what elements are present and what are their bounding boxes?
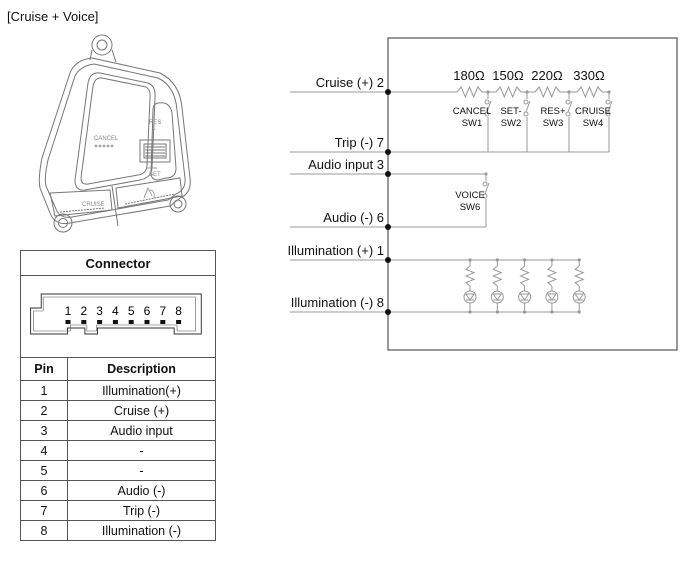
connector-table-title: Connector [20,250,216,276]
node-dot [495,310,499,314]
device-label-cancel: CANCEL [94,136,119,142]
connector-pin-terminal [97,320,103,324]
switch-id: SW2 [501,118,522,129]
node-dot [567,90,571,94]
terminal-junction-dot [385,149,391,155]
switch-name: CANCEL [453,106,492,117]
terminal-label: Audio input 3 [308,157,384,172]
resistor-symbol [456,85,483,99]
pin-description: Cruise (+) [67,400,216,421]
node-dot [550,258,554,262]
pin-description: Illumination(+) [67,380,216,401]
connector-pin-terminal [112,320,118,324]
connector-pin-number: 4 [112,304,119,318]
connector-pin-terminal [128,320,134,324]
terminal-junction-dot [385,224,391,230]
connector-pin-number: 2 [80,304,87,318]
switch-module-frame [387,37,678,351]
connector-pin-number: 6 [144,304,151,318]
node-dot [577,258,581,262]
led-symbol [490,290,504,304]
led-resistor-symbol [464,265,476,287]
column-header-pin: Pin [20,357,68,381]
resistor-value: 150Ω [492,68,524,83]
node-dot [468,310,472,314]
led-resistor-symbol [519,265,530,287]
led-symbol [518,290,532,304]
voice-switch-name: VOICE [455,190,485,201]
resistor-symbol [495,85,522,99]
terminal-label: Cruise (+) 2 [316,75,384,90]
terminal-junction-dot [385,89,391,95]
node-dot [495,258,499,262]
terminal-label: Illumination (-) 8 [291,295,384,310]
device-label-res: RES [149,120,161,126]
device-label-set: SET [149,172,161,178]
led-resistor-symbol [546,265,558,287]
led-symbol [463,290,477,304]
pin-description: Illumination (-) [67,520,216,541]
resistor-symbol [576,85,603,99]
switch-id: SW1 [462,118,483,129]
node-dot [484,172,488,176]
node-dot [523,258,527,262]
connector-pin-terminal [144,320,150,324]
led-resistor-symbol [573,265,585,287]
node-dot [523,310,527,314]
terminal-junction-dot [385,309,391,315]
node-dot [468,258,472,262]
switch-symbol [567,100,573,113]
device-label-plus: + [152,128,156,134]
node-dot [525,90,529,94]
terminal-label: Trip (-) 7 [335,135,384,150]
switch-id: SW4 [583,118,604,129]
connector-pin-number: 3 [96,304,103,318]
voice-switch-id: SW6 [460,202,481,213]
voice-icon [143,187,155,199]
switch-symbol [607,100,613,113]
switch-name: CRUISE [575,106,611,117]
connector-pin-terminal [176,320,182,324]
led-resistor-symbol [491,265,503,287]
page-title: [Cruise + Voice] [7,9,99,24]
resistor-value: 180Ω [453,68,485,83]
resistor-value: 220Ω [531,68,563,83]
led-symbol [545,290,559,304]
resistor-value: 330Ω [573,68,605,83]
switch-id: SW3 [543,118,564,129]
table-row: 5- [20,460,216,481]
node-dot [607,90,611,94]
led-symbol [572,290,586,304]
connector-pin-terminal [81,320,87,324]
switch-name: SET- [500,106,521,117]
connector-pin-number: 5 [128,304,135,318]
node-dot [577,310,581,314]
terminal-junction-dot [385,171,391,177]
resistor-symbol [534,85,561,99]
connector-pin-number: 8 [175,304,182,318]
switch-name: RES+ [540,106,566,117]
connector-pin-terminal [65,320,71,324]
table-row: 4- [20,440,216,461]
node-dot [486,90,490,94]
steering-remote-switch-illustration: CANCEL RES + SET CRUISE [38,34,191,233]
switch-symbol [525,100,531,113]
device-label-cruise: CRUISE [82,202,105,208]
switch-symbol [486,100,492,113]
pin-description: Audio (-) [67,480,216,501]
terminal-label: Illumination (+) 1 [288,243,384,258]
connector-pin-terminal [160,320,166,324]
node-dot [550,310,554,314]
voice-switch-symbol [484,182,490,195]
connector-pin-number: 1 [65,304,72,318]
terminal-label: Audio (-) 6 [323,210,384,225]
terminal-junction-dot [385,257,391,263]
connector-pin-number: 7 [159,304,166,318]
